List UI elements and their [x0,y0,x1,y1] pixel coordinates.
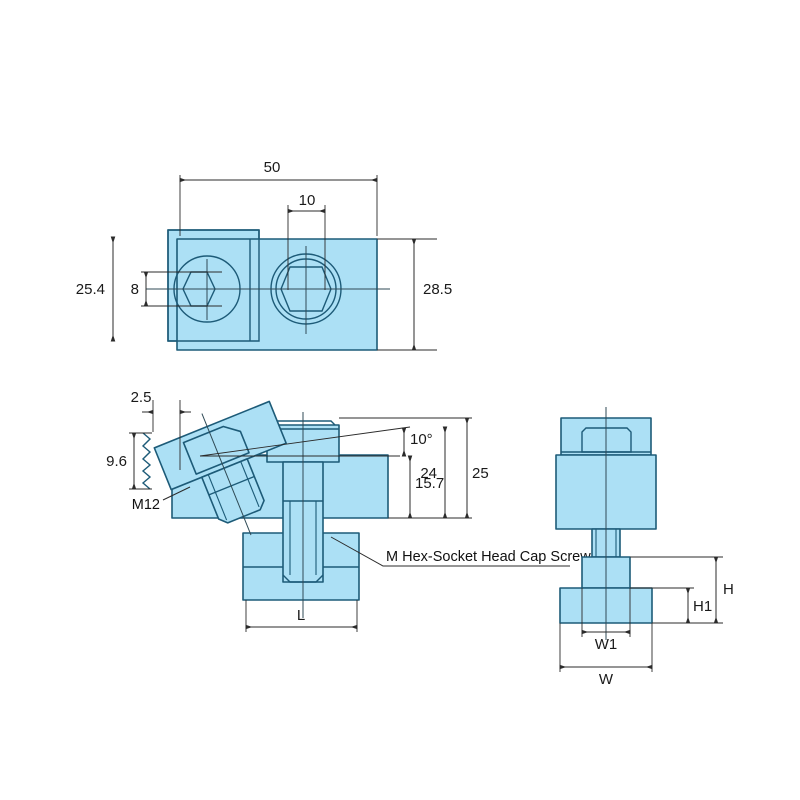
top-view-group: 50 10 25.4 8 [76,159,452,351]
dim-15-7-group: 15.7 [407,455,444,519]
dim-L-text: L [297,607,305,624]
dim-9-6-text: 9.6 [106,453,127,470]
dim-28-5-group: 28.5 [377,238,452,351]
side-view-group: H H1 W1 W [555,407,734,688]
dim-24-text: 24 [420,465,437,482]
front-assembly-view-group: 2.5 9.6 M12 10° [106,389,591,632]
top-view-step-edge [167,229,260,342]
angle-10-text: 10° [410,431,433,448]
dim-H-text: H [723,581,734,598]
m12-leader-line [162,486,191,501]
m12-text: M12 [132,497,160,513]
dim-8-text: 8 [131,281,139,298]
dim-25-text: 25 [472,465,489,482]
tilted-tnut-assembly [153,400,287,536]
angle-10-group: 10° [199,426,433,457]
dim-10-group: 10 [287,192,326,290]
dim-50-text: 50 [264,159,281,176]
dim-H1-text: H1 [693,598,712,615]
dim-25-group: 25 [339,417,489,519]
dim-10-text: 10 [299,192,316,209]
tilted-nut-edge-right [240,461,260,508]
m12-leader-group: M12 [132,486,191,513]
dim-25-4-group: 25.4 [76,236,116,342]
screw-note-group: M Hex-Socket Head Cap Screw [330,536,591,567]
dim-W-group: W [559,623,653,688]
dim-H1-group: H1 [630,587,712,624]
dim-24-group: 24 [420,426,448,519]
dim-L-group: L [245,600,358,632]
angle-10-sloped-line [199,426,411,457]
dim-W1-group: W1 [581,588,631,653]
dim-25-4-text: 25.4 [76,281,105,298]
dim-2-5-group: 2.5 [131,389,191,470]
dim-H-group: H [630,556,734,624]
dim-15-7-text: 15.7 [415,475,444,492]
dim-50-group: 50 [179,159,378,236]
dim-9-6-group: 9.6 [106,432,152,490]
dim-2-5-text: 2.5 [131,389,152,406]
screw-note-text: M Hex-Socket Head Cap Screw [386,549,591,565]
thread-break-zigzag [141,432,152,490]
dim-W-text: W [599,671,614,688]
tilted-assembly-centerline [201,413,252,536]
dim-8-group: 8 [131,271,222,307]
tilted-nut-edge-left [207,474,228,521]
dim-28-5-text: 28.5 [423,281,452,298]
dim-W1-text: W1 [595,636,618,653]
screw-note-leader [330,536,570,567]
